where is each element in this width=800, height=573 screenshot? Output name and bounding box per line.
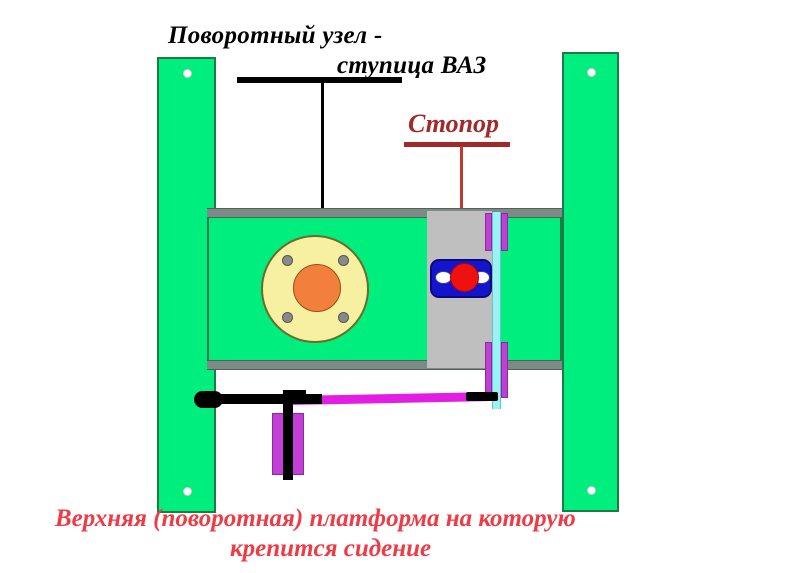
lever-arm bbox=[218, 394, 322, 404]
mounting-hole bbox=[587, 486, 596, 495]
hub-label-line2: ступица ВАЗ bbox=[337, 52, 487, 79]
linkage-rod-end-cap bbox=[466, 392, 498, 401]
hub-bolt bbox=[282, 255, 293, 266]
hub-leader-line bbox=[321, 83, 324, 242]
stopper-label-underline bbox=[404, 142, 510, 147]
platform-caption-line2: крепится сидение bbox=[230, 535, 432, 562]
hub-label-line1: Поворотный узел - bbox=[168, 22, 383, 49]
mounting-hole bbox=[183, 69, 192, 78]
stopper-pin bbox=[450, 263, 479, 292]
mounting-hole bbox=[183, 487, 192, 496]
stopper-label: Стопор bbox=[408, 109, 500, 138]
hub-center-bore bbox=[293, 264, 341, 312]
right-vertical-post bbox=[562, 52, 619, 512]
beam-rail-bottom bbox=[207, 360, 562, 370]
mounting-hole bbox=[587, 68, 596, 77]
hub-bolt bbox=[338, 255, 349, 266]
rail-guide-block bbox=[501, 342, 508, 398]
hub-label-underline bbox=[237, 77, 402, 83]
hub-bolt bbox=[338, 312, 349, 323]
rail-guide-block bbox=[485, 213, 492, 251]
hub-bolt bbox=[282, 312, 293, 323]
beam-rail-top bbox=[207, 208, 562, 218]
lever-pivot-cap bbox=[283, 390, 306, 399]
platform-caption-line1: Верхняя (поворотная) платформа на котору… bbox=[55, 505, 576, 532]
rail-guide-block bbox=[501, 213, 508, 251]
stopper-leader-line bbox=[460, 146, 463, 242]
rail-guide-block bbox=[485, 342, 492, 398]
vertical-guide-rail bbox=[492, 212, 501, 409]
lever-vertical-rod bbox=[283, 394, 293, 480]
lever-handle-knob bbox=[194, 391, 223, 408]
